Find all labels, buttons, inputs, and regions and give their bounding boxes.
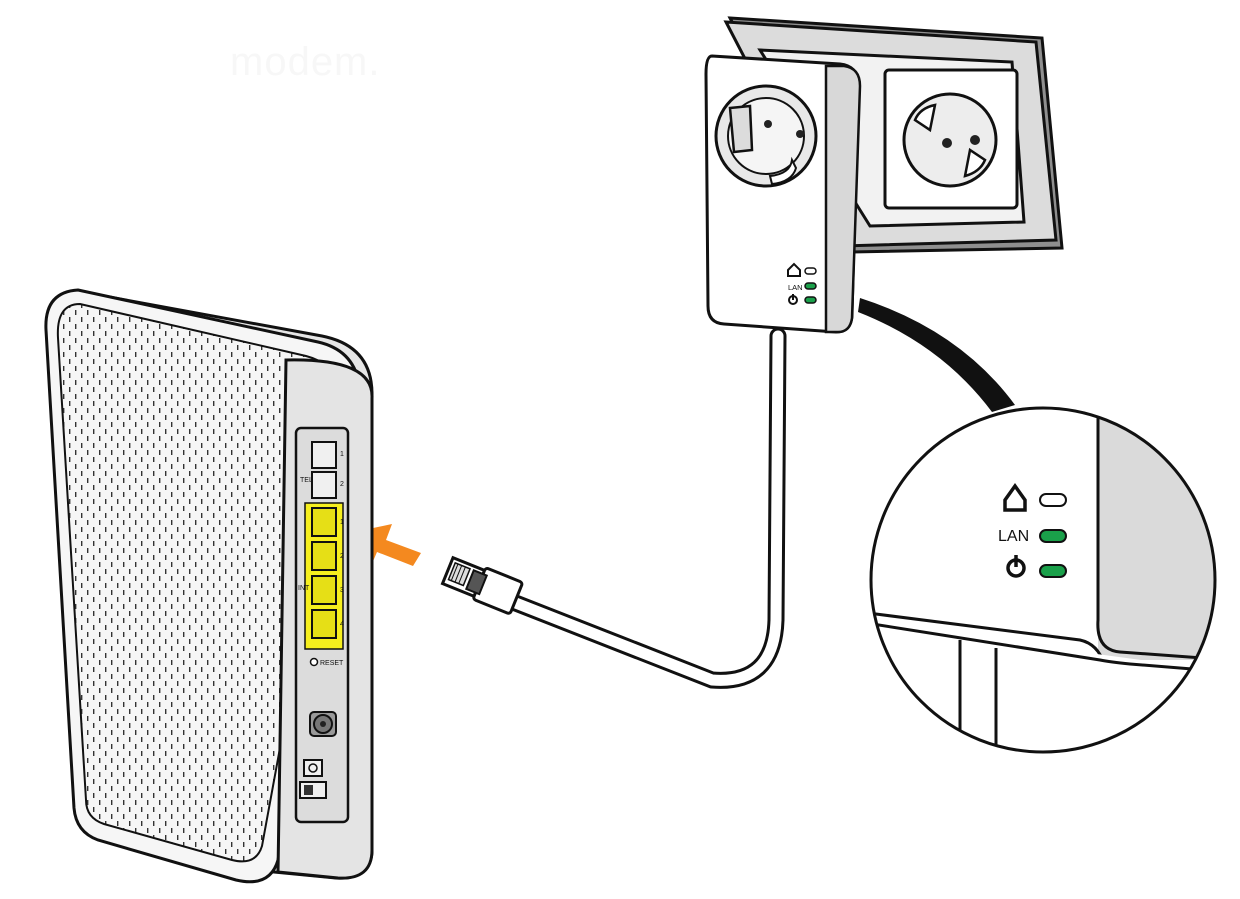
coax-connector	[309, 711, 337, 737]
int-port-4	[311, 609, 337, 639]
power-jack	[303, 759, 323, 777]
home-icon	[787, 262, 801, 277]
zoom-home-led	[1039, 493, 1067, 507]
ethernet-cable	[499, 327, 787, 689]
zoom-lan-led	[1039, 529, 1067, 543]
zoom-detail: LAN	[869, 406, 1217, 754]
int-port-1	[311, 507, 337, 537]
int-label: INT	[298, 585, 310, 592]
background-caption: modem.	[230, 40, 381, 84]
zoom-power-icon	[1006, 555, 1026, 578]
zoom-circle-border	[869, 406, 1217, 754]
cable-modem: TEL 1 2 INT 1 2 3 4 RESET	[44, 288, 374, 884]
int-port-3	[311, 575, 337, 605]
int-port-4-number: 4	[340, 621, 344, 628]
tel-port-1	[311, 441, 337, 469]
tel-label: TEL	[300, 477, 313, 484]
tel-port-2-number: 2	[340, 481, 344, 488]
lan-led	[804, 282, 817, 290]
reset-button	[309, 657, 319, 667]
zoom-lan-label: LAN	[998, 528, 1029, 545]
power-icon	[788, 294, 798, 305]
adapter-lan-label: LAN	[788, 283, 803, 292]
zoom-home-icon	[1003, 482, 1027, 512]
rj45-plug	[440, 555, 524, 615]
int-port-3-number: 3	[340, 587, 344, 594]
tel-port-1-number: 1	[340, 451, 344, 458]
tel-port-2	[311, 471, 337, 499]
powerline-adapter: LAN	[704, 54, 862, 334]
zoom-power-led	[1039, 564, 1067, 578]
int-port-1-number: 1	[340, 519, 344, 526]
int-port-2-number: 2	[340, 553, 344, 560]
zoom-connector	[858, 298, 1015, 412]
home-led	[804, 267, 817, 275]
reset-label: RESET	[320, 660, 344, 667]
int-port-2	[311, 541, 337, 571]
power-led	[804, 296, 817, 304]
